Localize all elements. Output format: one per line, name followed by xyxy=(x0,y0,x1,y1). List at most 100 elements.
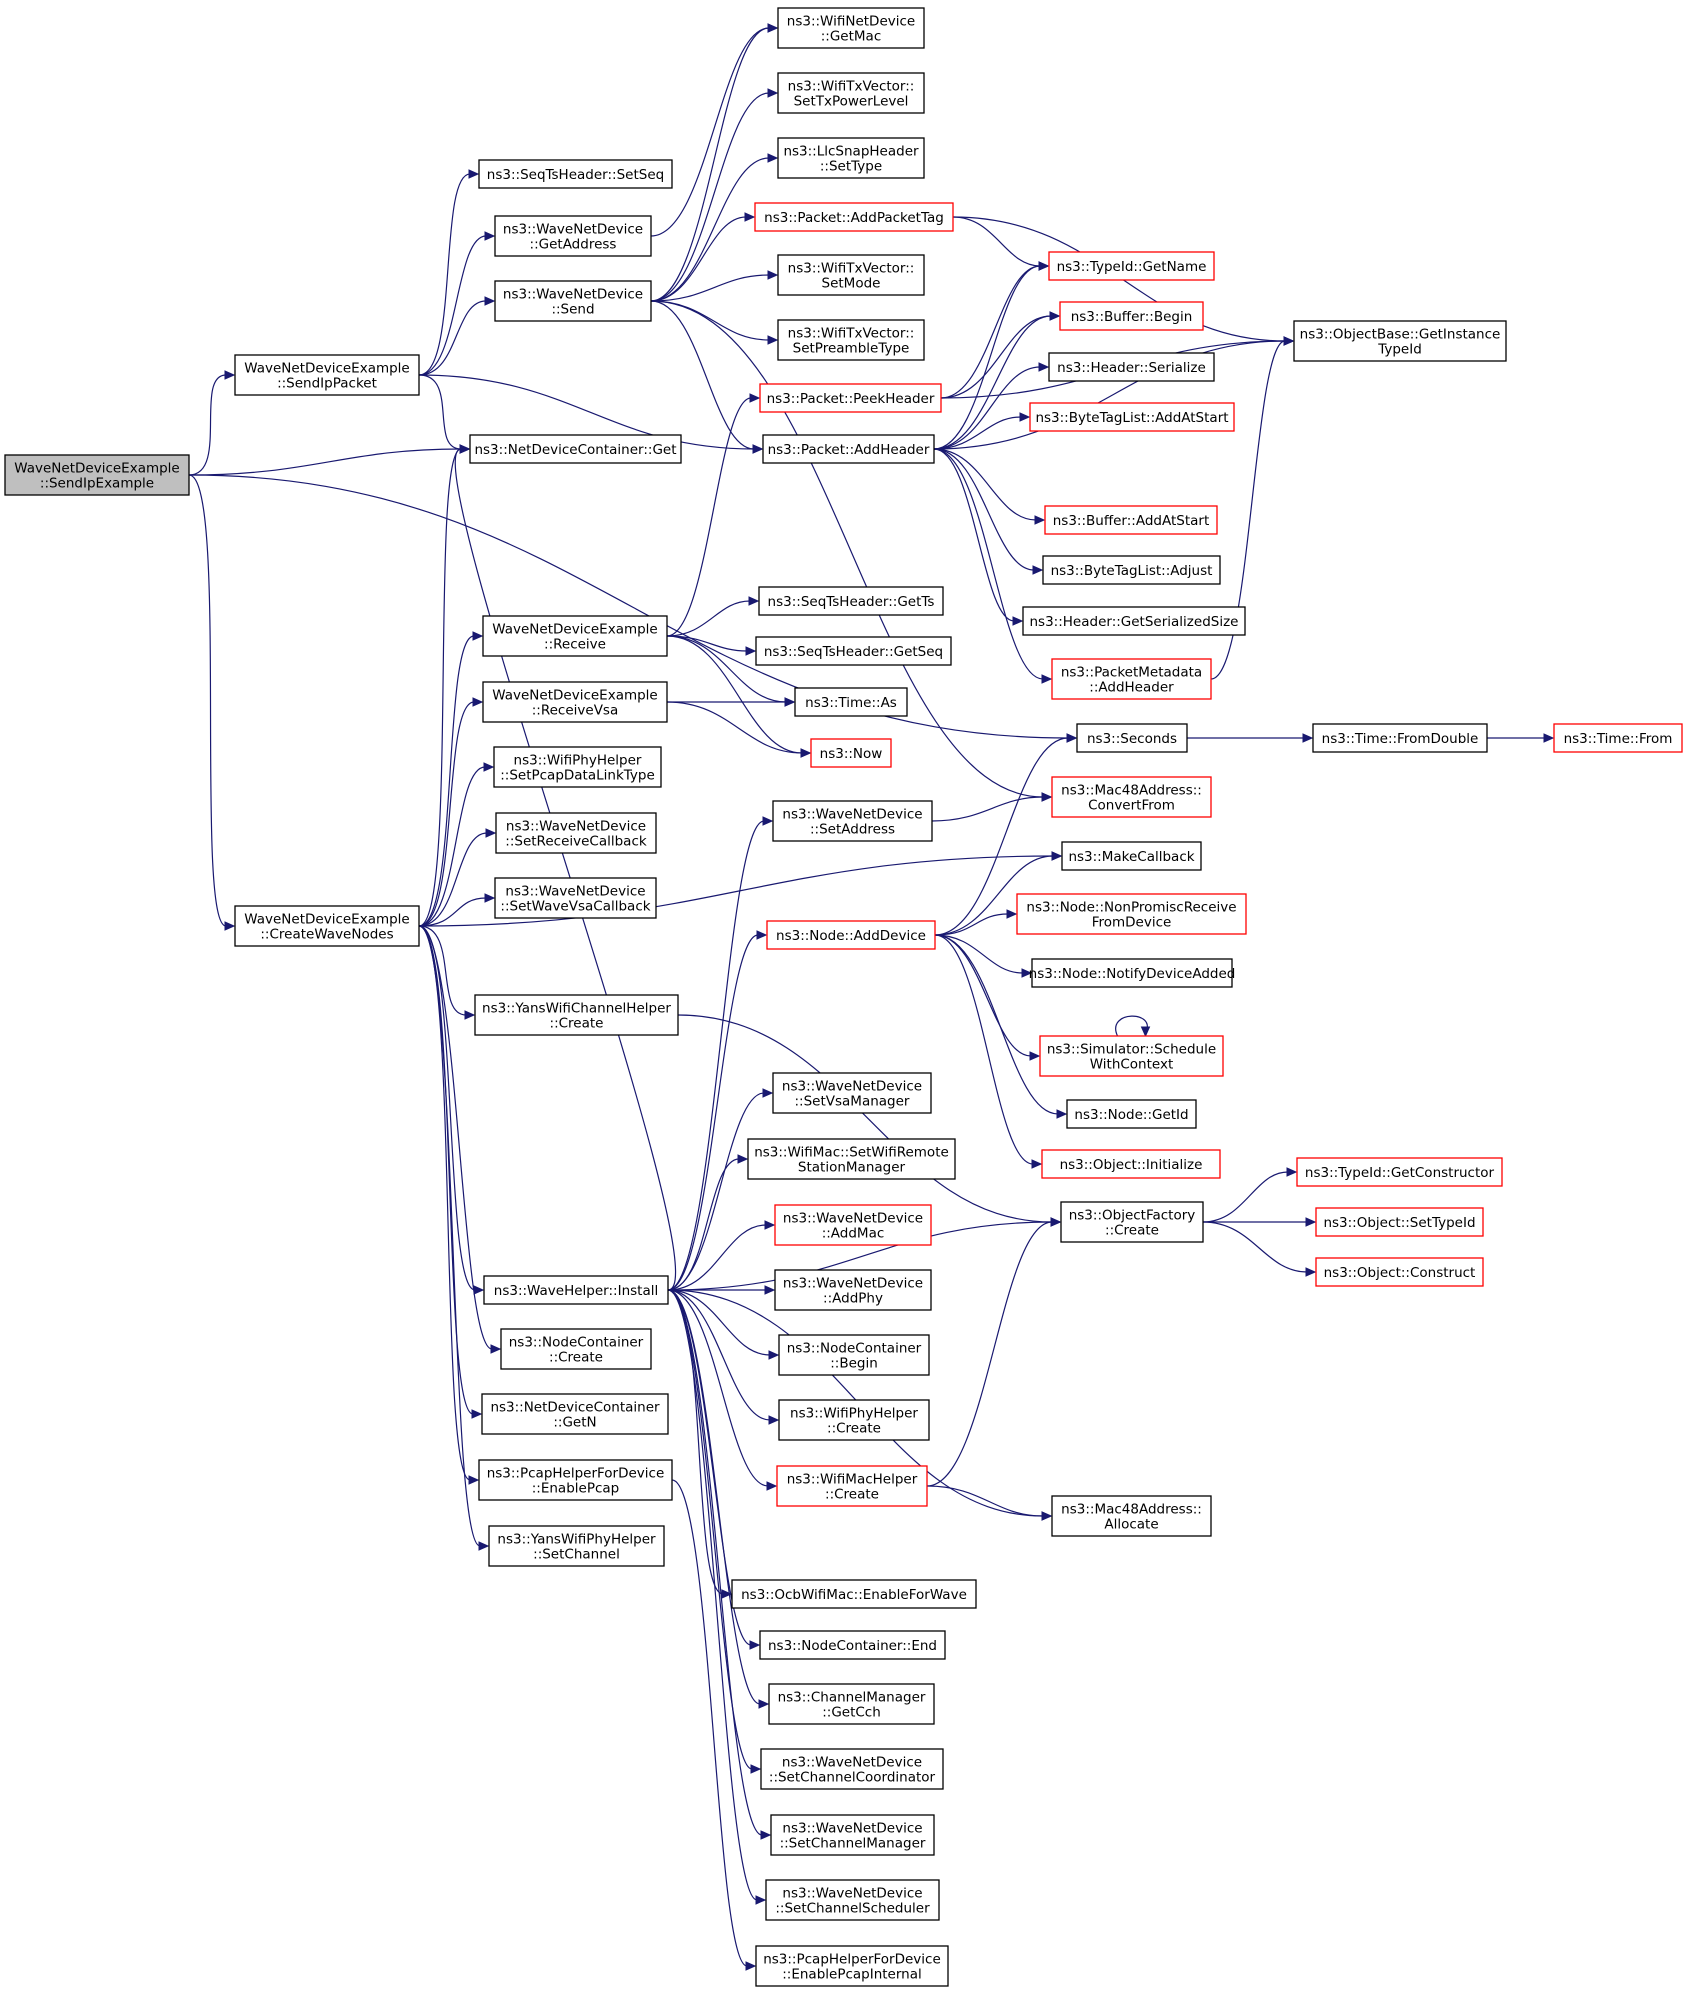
node-node-notifydeviceadded[interactable]: ns3::Node::NotifyDeviceAdded xyxy=(1029,958,1236,988)
node-wnd-setvsamanager[interactable]: ns3::WaveNetDevice::SetVsaManager xyxy=(772,1072,932,1114)
node-seqts-setseq[interactable]: ns3::SeqTsHeader::SetSeq xyxy=(478,159,673,189)
node-packet-addheader[interactable]: ns3::Packet::AddHeader xyxy=(762,434,935,464)
node-box xyxy=(777,137,925,179)
edge-arrowhead xyxy=(1012,616,1024,626)
node-seqts-getseq[interactable]: ns3::SeqTsHeader::GetSeq xyxy=(755,636,952,666)
node-nodecontainer-create[interactable]: ns3::NodeContainer::Create xyxy=(500,1328,652,1370)
node-receive[interactable]: WaveNetDeviceExample::Receive xyxy=(482,615,668,657)
node-typeid-getname[interactable]: ns3::TypeId::GetName xyxy=(1048,251,1215,281)
node-label: ::SetChannelManager xyxy=(780,1836,926,1852)
node-wnd-setaddress[interactable]: ns3::WaveNetDevice::SetAddress xyxy=(772,800,933,842)
node-typeid-getconstructor[interactable]: ns3::TypeId::GetConstructor xyxy=(1296,1157,1503,1187)
node-time-fromdouble[interactable]: ns3::Time::FromDouble xyxy=(1312,723,1488,753)
node-label: ns3::PcapHelperForDevice xyxy=(487,1466,665,1482)
node-ocb-enableforwave[interactable]: ns3::OcbWifiMac::EnableForWave xyxy=(731,1579,977,1609)
node-createwavenodes[interactable]: WaveNetDeviceExample::CreateWaveNodes xyxy=(234,905,420,947)
node-bytetaglist-adjust[interactable]: ns3::ByteTagList::Adjust xyxy=(1042,555,1221,585)
node-seconds[interactable]: ns3::Seconds xyxy=(1076,723,1188,753)
node-box xyxy=(500,1328,652,1370)
node-txvector-setmode[interactable]: ns3::WifiTxVector::SetMode xyxy=(777,254,925,296)
node-wnd-setchannelmanager[interactable]: ns3::WaveNetDevice::SetChannelManager xyxy=(770,1814,935,1856)
edge-arrowhead xyxy=(472,697,484,707)
node-wnd-setreceivecallback[interactable]: ns3::WaveNetDevice::SetReceiveCallback xyxy=(495,812,657,854)
edge-arrowhead xyxy=(484,231,496,241)
node-label: ns3::WifiTxVector:: xyxy=(788,326,915,342)
node-ndc-get[interactable]: ns3::NetDeviceContainer::Get xyxy=(469,434,682,464)
edge-arrowhead xyxy=(767,88,779,98)
node-label: ns3::Mac48Address:: xyxy=(1061,1502,1202,1518)
node-time-as[interactable]: ns3::Time::As xyxy=(794,687,908,717)
node-nodecontainer-end[interactable]: ns3::NodeContainer::End xyxy=(759,1630,946,1660)
edge-arrowhead xyxy=(224,370,236,380)
node-box xyxy=(1039,1035,1224,1077)
node-root[interactable]: WaveNetDeviceExample::SendIpExample xyxy=(4,454,190,496)
node-wnd-setchannelsched[interactable]: ns3::WaveNetDevice::SetChannelScheduler xyxy=(765,1879,940,1921)
node-receivevsa[interactable]: WaveNetDeviceExample::ReceiveVsa xyxy=(482,681,668,723)
node-seqts-getts[interactable]: ns3::SeqTsHeader::GetTs xyxy=(758,586,944,616)
node-time-from[interactable]: ns3::Time::From xyxy=(1553,723,1683,753)
call-edge xyxy=(418,374,471,454)
node-txvector-settxpower[interactable]: ns3::WifiTxVector::SetTxPowerLevel xyxy=(777,72,925,114)
node-wifinetdevice-getmac[interactable]: ns3::WifiNetDevice::GetMac xyxy=(777,7,925,49)
node-box xyxy=(488,1525,665,1567)
node-node-getid[interactable]: ns3::Node::GetId xyxy=(1066,1099,1197,1129)
node-wnd-addmac[interactable]: ns3::WaveNetDevice::AddMac xyxy=(774,1204,932,1246)
node-wavehelper-install[interactable]: ns3::WaveHelper::Install xyxy=(483,1275,669,1305)
node-mac48-convertfrom[interactable]: ns3::Mac48Address::ConvertFrom xyxy=(1051,776,1212,818)
node-buffer-addatstart[interactable]: ns3::Buffer::AddAtStart xyxy=(1044,505,1218,535)
node-box xyxy=(1044,505,1218,535)
node-header-getserializedsize[interactable]: ns3::Header::GetSerializedSize xyxy=(1022,606,1246,636)
node-node-adddevice[interactable]: ns3::Node::AddDevice xyxy=(766,920,936,950)
node-mac48-allocate[interactable]: ns3::Mac48Address::Allocate xyxy=(1051,1495,1212,1537)
node-header-serialize[interactable]: ns3::Header::Serialize xyxy=(1048,352,1215,382)
node-now[interactable]: ns3::Now xyxy=(810,738,892,768)
node-channelmanager-getcch[interactable]: ns3::ChannelManager::GetCch xyxy=(768,1683,935,1725)
node-label: ::SetType xyxy=(820,159,882,175)
node-yanschannel-create[interactable]: ns3::YansWifiChannelHelper::Create xyxy=(474,994,679,1036)
node-box xyxy=(474,994,679,1036)
node-label: ::Receive xyxy=(544,637,606,653)
node-object-initialize[interactable]: ns3::Object::Initialize xyxy=(1041,1149,1221,1179)
node-buffer-begin[interactable]: ns3::Buffer::Begin xyxy=(1059,301,1204,331)
node-wnd-getaddress[interactable]: ns3::WaveNetDevice::GetAddress xyxy=(494,215,652,257)
node-wifimachelper-create[interactable]: ns3::WifiMacHelper::Create xyxy=(776,1465,928,1507)
node-txvector-setpreamble[interactable]: ns3::WifiTxVector::SetPreambleType xyxy=(777,319,925,361)
node-sendippacket[interactable]: WaveNetDeviceExample::SendIpPacket xyxy=(234,354,420,396)
node-label: ns3::LlcSnapHeader xyxy=(783,144,919,160)
edge-arrowhead xyxy=(484,893,496,903)
node-pcap-enablepcapinternal[interactable]: ns3::PcapHelperForDevice::EnablePcapInte… xyxy=(755,1945,949,1987)
node-objectfactory-create[interactable]: ns3::ObjectFactory::Create xyxy=(1060,1201,1204,1243)
node-makecallback[interactable]: ns3::MakeCallback xyxy=(1061,841,1202,871)
node-pcap-enablepcap[interactable]: ns3::PcapHelperForDevice::EnablePcap xyxy=(478,1459,673,1501)
edge-line xyxy=(933,315,1052,450)
node-packet-addpackettag[interactable]: ns3::Packet::AddPacketTag xyxy=(754,202,954,232)
node-packet-peekheader[interactable]: ns3::Packet::PeekHeader xyxy=(759,383,942,413)
node-llcsnap-settype[interactable]: ns3::LlcSnapHeader::SetType xyxy=(777,137,925,179)
node-wnd-addphy[interactable]: ns3::WaveNetDevice::AddPhy xyxy=(774,1269,932,1311)
node-packetmetadata-addheader[interactable]: ns3::PacketMetadata::AddHeader xyxy=(1051,658,1212,700)
node-wifimac-setremote[interactable]: ns3::WifiMac::SetWifiRemoteStationManage… xyxy=(747,1138,956,1180)
edge-arrowhead xyxy=(1038,362,1050,372)
node-ndc-getn[interactable]: ns3::NetDeviceContainer::GetN xyxy=(481,1393,669,1435)
node-object-construct[interactable]: ns3::Object::Construct xyxy=(1315,1257,1484,1287)
node-box xyxy=(469,434,682,464)
node-object-settypeid[interactable]: ns3::Object::SetTypeId xyxy=(1315,1207,1484,1237)
edge-arrowhead xyxy=(1041,1511,1053,1521)
node-wnd-setchannelcoord[interactable]: ns3::WaveNetDevice::SetChannelCoordinato… xyxy=(760,1748,944,1790)
node-bytetaglist-addatstart[interactable]: ns3::ByteTagList::AddAtStart xyxy=(1029,402,1235,432)
node-label: ConvertFrom xyxy=(1088,798,1175,814)
node-box xyxy=(1016,893,1247,935)
node-box xyxy=(494,877,657,919)
node-label: ns3::YansWifiPhyHelper xyxy=(497,1532,656,1548)
node-wifiphyhelper-setpcap[interactable]: ns3::WifiPhyHelper::SetPcapDataLinkType xyxy=(493,746,662,788)
node-nodecontainer-begin[interactable]: ns3::NodeContainer::Begin xyxy=(778,1334,930,1376)
edge-arrowhead xyxy=(1029,1051,1041,1061)
call-edge xyxy=(650,88,779,302)
node-wnd-setwavevsacallback[interactable]: ns3::WaveNetDevice::SetWaveVsaCallback xyxy=(494,877,657,919)
node-wnd-send[interactable]: ns3::WaveNetDevice::Send xyxy=(494,280,652,322)
node-yansphy-setchannel[interactable]: ns3::YansWifiPhyHelper::SetChannel xyxy=(488,1525,665,1567)
node-wifiphyhelper-create[interactable]: ns3::WifiPhyHelper::Create xyxy=(778,1399,930,1441)
